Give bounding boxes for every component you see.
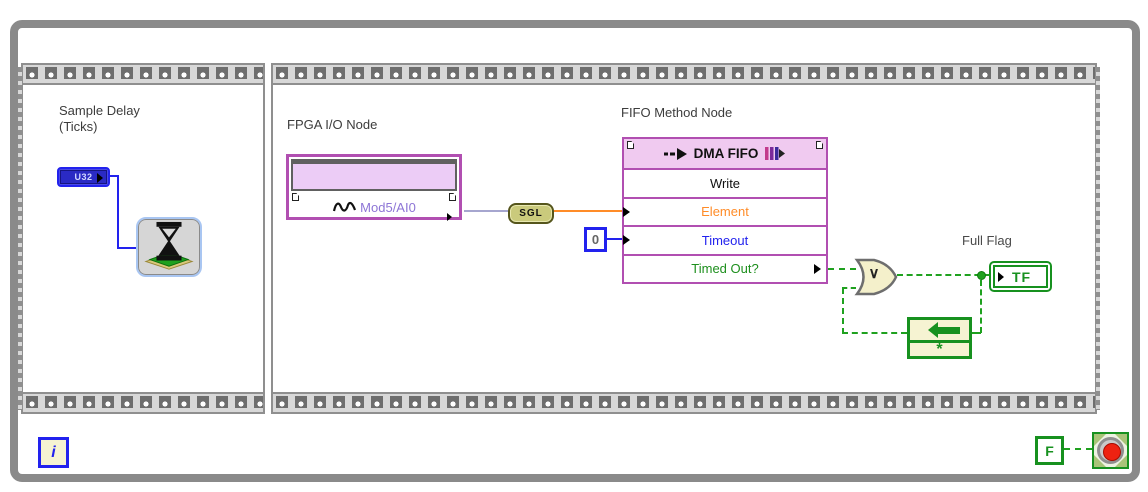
sample-delay-label: Sample Delay (Ticks) <box>59 103 140 134</box>
false-constant[interactable]: F <box>1035 436 1064 465</box>
fpga-io-node[interactable]: Mod5/AI0 <box>286 154 462 221</box>
output-arrow-icon <box>814 263 826 274</box>
wire-feedback[interactable] <box>971 332 981 334</box>
film-strip-border <box>23 392 263 412</box>
timeout-constant-value: 0 <box>591 232 600 247</box>
film-strip-border <box>273 392 1095 412</box>
fifo-header-title: DMA FIFO <box>693 146 759 161</box>
page-icon <box>816 141 823 149</box>
fifo-row-element[interactable]: Element <box>623 199 826 227</box>
sgl-label: SGL <box>519 208 543 219</box>
film-strip-edge <box>1096 67 1100 410</box>
corner-decoration <box>1115 455 1127 467</box>
wire-element[interactable] <box>554 210 622 212</box>
or-gate-icon <box>854 258 898 296</box>
fifo-row-label: Write <box>709 175 741 191</box>
fifo-node-label: FIFO Method Node <box>621 105 733 120</box>
wait-function-node[interactable] <box>136 217 202 277</box>
hourglass-wait-icon <box>144 221 194 270</box>
waveform-icon <box>333 201 357 212</box>
corner-decoration <box>1115 434 1127 446</box>
wire-feedback[interactable] <box>842 287 856 289</box>
input-arrow-icon <box>623 206 635 217</box>
wire-u32[interactable] <box>117 175 119 249</box>
wire-junction-dot[interactable] <box>977 271 986 280</box>
fifo-row-label: Timeout <box>701 232 749 248</box>
iteration-terminal[interactable]: i <box>38 437 69 468</box>
fpga-io-channel-row[interactable]: Mod5/AI0 <box>291 193 457 221</box>
wire-feedback[interactable] <box>980 280 982 333</box>
dma-arrow-icon <box>663 147 687 160</box>
feedback-node[interactable]: * <box>907 317 972 359</box>
fifo-row-write[interactable]: Write <box>624 170 826 199</box>
corner-decoration <box>1094 455 1106 467</box>
wire-timed-out[interactable] <box>828 268 856 270</box>
or-gate[interactable]: ∨ <box>854 257 898 297</box>
fpga-node-label: FPGA I/O Node <box>287 117 378 132</box>
fifo-method-node[interactable]: DMA FIFO Write Element Timeout Timed Out… <box>622 137 828 284</box>
fpga-channel-name: Mod5/AI0 <box>360 199 416 215</box>
fifo-row-label: Element <box>701 204 749 220</box>
wire-u32[interactable] <box>110 175 119 177</box>
wire-u32[interactable] <box>117 247 138 249</box>
page-icon <box>292 193 299 201</box>
terminal-out-arrow-icon <box>97 173 108 183</box>
iteration-label: i <box>51 443 56 461</box>
wire-fpga-data[interactable] <box>464 210 508 212</box>
wire-timeout[interactable] <box>607 238 622 240</box>
film-strip-border <box>273 65 1095 85</box>
input-arrow-icon <box>623 235 635 246</box>
page-icon <box>627 141 634 149</box>
fpga-io-empty-row <box>291 159 457 191</box>
wire-or-output[interactable] <box>897 274 990 276</box>
tf-type-label: TF <box>1012 268 1032 285</box>
full-flag-tf-indicator[interactable]: TF <box>989 261 1052 292</box>
feedback-arrow-icon <box>910 320 969 340</box>
stop-button-icon <box>1102 442 1121 461</box>
u32-type-label: U32 <box>60 170 107 184</box>
sequence-frame-1[interactable] <box>18 63 265 414</box>
wire-feedback[interactable] <box>842 332 907 334</box>
wire-stop-condition[interactable] <box>1064 448 1092 450</box>
fifo-header[interactable]: DMA FIFO <box>624 139 826 170</box>
or-symbol: ∨ <box>868 265 880 282</box>
fifo-row-label: Timed Out? <box>691 261 759 277</box>
loop-condition-stop-terminal[interactable] <box>1092 432 1129 469</box>
fifo-row-timed-out[interactable]: Timed Out? <box>624 256 826 283</box>
feedback-initializer: * <box>910 340 969 357</box>
fifo-bars-icon <box>765 147 786 160</box>
sgl-conversion-bullet[interactable]: SGL <box>508 203 554 224</box>
terminal-in-arrow-icon <box>998 271 1009 282</box>
wire-feedback[interactable] <box>842 288 844 334</box>
fifo-row-timeout[interactable]: Timeout <box>623 227 826 256</box>
while-loop-structure[interactable] <box>10 20 1140 482</box>
node-out-arrow-icon <box>447 213 456 221</box>
sample-delay-u32-terminal[interactable]: U32 <box>57 167 110 187</box>
false-constant-label: F <box>1045 442 1054 459</box>
film-strip-edge <box>18 67 22 410</box>
corner-decoration <box>1094 434 1106 446</box>
page-icon <box>449 193 456 201</box>
timeout-constant[interactable]: 0 <box>584 227 607 252</box>
full-flag-label: Full Flag <box>962 233 1012 248</box>
film-strip-border <box>23 65 263 85</box>
